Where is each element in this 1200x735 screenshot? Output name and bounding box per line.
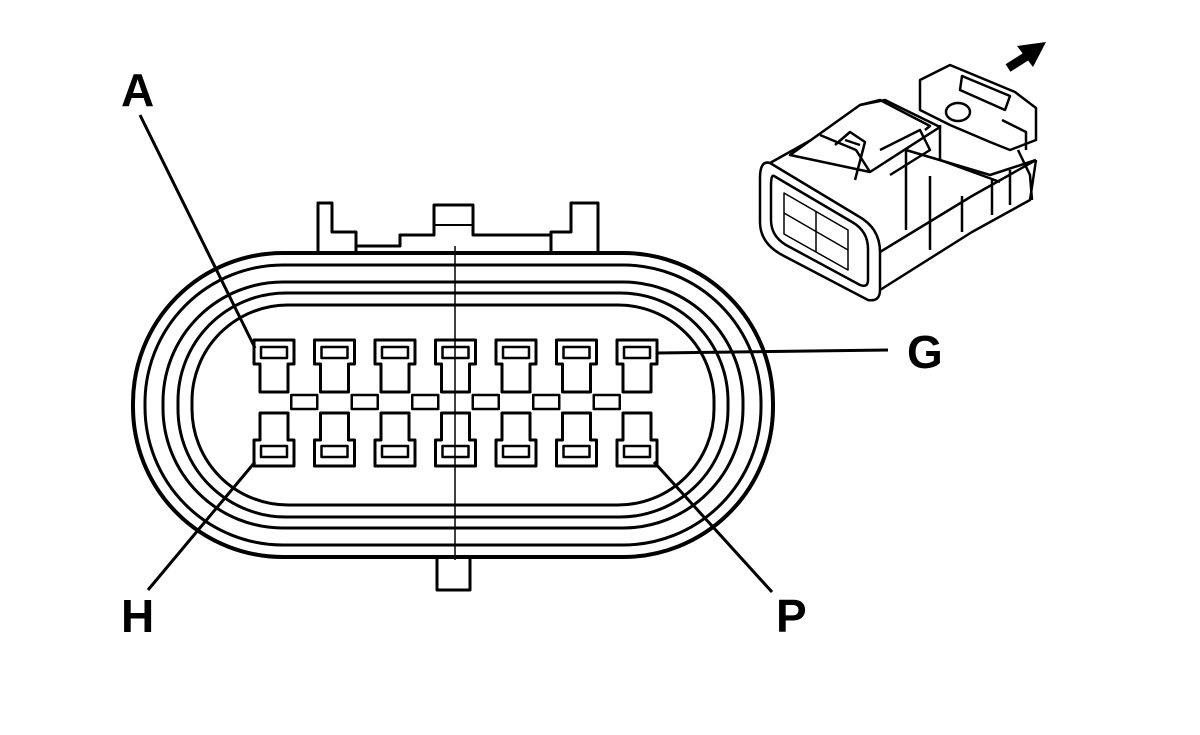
cavity-top-terminal: [441, 345, 470, 360]
cavity-bottom-terminal: [259, 444, 289, 459]
leader-lines: [138, 114, 889, 594]
cavity-top: [313, 338, 356, 394]
cavity-top-terminal: [380, 345, 410, 360]
cavity-bottom-terminal: [622, 444, 652, 459]
cavity-rib: [290, 393, 319, 411]
cavity-top-terminal: [501, 345, 531, 360]
cavity-top: [373, 338, 417, 394]
callout-label-a: A: [121, 64, 154, 116]
callout-label-h: H: [121, 590, 154, 642]
cavity-bottom-terminal: [501, 444, 531, 459]
leader-line-h: [146, 461, 257, 591]
cavity-top: [494, 338, 538, 394]
cavity-bottom: [373, 411, 417, 468]
top-key: [356, 203, 551, 248]
cavity-top-terminal: [320, 345, 349, 360]
cavity-top: [555, 338, 598, 394]
cavity-top: [252, 338, 296, 394]
top-latch-left: [316, 201, 358, 255]
callout-label-g: G: [907, 326, 943, 378]
callout-label-p: P: [776, 590, 807, 642]
cavity-rib: [411, 393, 440, 411]
cavity-bottom-terminal: [380, 444, 410, 459]
bottom-key: [435, 557, 472, 592]
connector-isometric-icon: [758, 63, 1038, 302]
shell-ring-3: [161, 280, 745, 530]
cavity-rib: [471, 393, 500, 411]
leader-line-a: [138, 114, 257, 349]
cavity-rib: [592, 393, 621, 411]
cavity-bottom-terminal: [441, 444, 470, 459]
arrow-up-right-icon: [1005, 42, 1046, 72]
cavity-top-terminal: [622, 345, 652, 360]
cavity-bottom: [434, 411, 477, 468]
cavity-rib: [532, 393, 561, 411]
shell-ring-2: [143, 263, 763, 547]
cavity-bottom: [313, 411, 356, 468]
cavity-top-terminal: [259, 345, 289, 360]
cavity-bottom: [494, 411, 538, 468]
cavity-top: [615, 338, 659, 394]
terminal-cavities: [252, 338, 659, 468]
cavity-bottom: [555, 411, 598, 468]
cavity-bottom: [252, 411, 296, 468]
cavity-bottom-terminal: [320, 444, 349, 459]
cavity-top-terminal: [562, 345, 591, 360]
cavity-top: [434, 338, 477, 394]
cavity-bottom-terminal: [562, 444, 591, 459]
shell-ring-4: [176, 291, 730, 519]
leader-line-g: [657, 348, 889, 355]
leader-line-p: [652, 460, 774, 594]
shell-inner: [190, 303, 716, 507]
cavity-rib: [350, 393, 379, 411]
top-latch-right: [549, 201, 600, 255]
connector-face: [131, 201, 775, 592]
shell-outer: [131, 251, 775, 559]
